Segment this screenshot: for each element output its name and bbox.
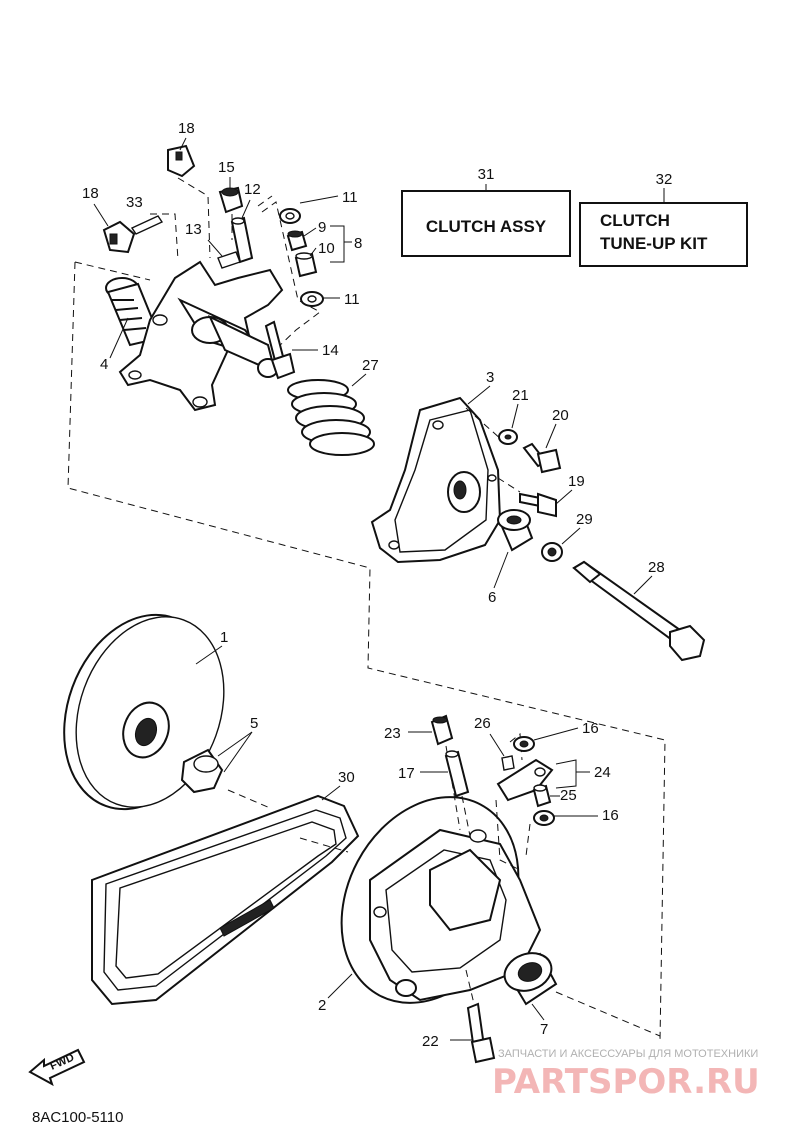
callout-16-lower: 16 xyxy=(602,807,619,824)
callout-15: 15 xyxy=(218,159,235,176)
watermark-brand: PARTSPOR.RU xyxy=(492,1062,760,1102)
part-3-cover xyxy=(370,396,502,564)
kit-label-tune-up-line2: TUNE-UP KIT xyxy=(600,234,708,253)
callout-23: 23 xyxy=(384,725,401,742)
part-10-collar xyxy=(294,252,318,278)
part-5-slider xyxy=(180,748,224,794)
kit-label-tune-up-line1: CLUTCH xyxy=(600,211,670,230)
part-17-shaft xyxy=(444,750,470,798)
callout-32: 32 xyxy=(656,171,673,188)
callout-1: 1 xyxy=(220,629,228,646)
part-18-weight-left xyxy=(102,220,136,254)
assembly-outline-top xyxy=(74,261,151,281)
callout-20: 20 xyxy=(552,407,569,424)
callout-9: 9 xyxy=(318,219,326,236)
callout-13: 13 xyxy=(185,221,202,238)
part-11-washer-lower xyxy=(300,291,324,307)
fwd-arrow-icon: FWD xyxy=(28,1048,86,1087)
part-23-nut xyxy=(430,714,454,746)
part-4-spider xyxy=(105,260,284,412)
part-2-movable-sheave xyxy=(340,796,542,1004)
callout-19: 19 xyxy=(568,473,585,490)
part-29-washer xyxy=(541,542,563,562)
callout-27: 27 xyxy=(362,357,379,374)
callout-4: 4 xyxy=(100,356,108,373)
part-27-spring xyxy=(287,379,375,456)
kit-label-clutch-assy: CLUTCH ASSY xyxy=(426,217,547,236)
callout-12: 12 xyxy=(244,181,261,198)
callout-11-upper: 11 xyxy=(342,189,358,206)
callout-7: 7 xyxy=(540,1021,548,1038)
callout-6: 6 xyxy=(488,589,496,606)
callout-24: 24 xyxy=(594,764,611,781)
part-16-washer-upper xyxy=(513,736,535,752)
part-14-bolt xyxy=(264,320,296,380)
part-30-vbelt xyxy=(91,794,360,1006)
part-13-roller xyxy=(217,251,241,269)
part-9-bushing xyxy=(286,230,308,252)
callout-17: 17 xyxy=(398,765,415,782)
kit-box-clutch-assy: CLUTCH ASSY 31 xyxy=(401,166,571,257)
part-12-shaft xyxy=(230,216,254,264)
part-7-bushing xyxy=(503,952,558,1006)
callout-26: 26 xyxy=(474,715,491,732)
callout-11-lower: 11 xyxy=(344,291,360,308)
callout-16-upper: 16 xyxy=(582,720,599,737)
part-18-weight-top xyxy=(167,144,196,178)
callout-8: 8 xyxy=(354,235,362,252)
callout-18-top: 18 xyxy=(178,120,195,137)
part-15-nut xyxy=(218,186,244,214)
callout-18-left: 18 xyxy=(82,185,99,202)
part-26-pin xyxy=(501,755,515,771)
part-16-washer-lower xyxy=(533,810,555,826)
watermark-tagline: ЗАПЧАСТИ И АКСЕССУАРЫ ДЛЯ МОТОТЕХНИКИ xyxy=(498,1048,758,1060)
callout-29: 29 xyxy=(576,511,593,528)
part-25-collar xyxy=(532,784,552,808)
part-33-pin xyxy=(130,215,164,235)
part-20-bolt xyxy=(522,442,562,474)
callout-10: 10 xyxy=(318,240,335,257)
part-22-bolt xyxy=(466,1002,496,1064)
callout-31: 31 xyxy=(478,166,495,183)
callout-33: 33 xyxy=(126,194,143,211)
part-1-sheave xyxy=(63,613,225,811)
callout-3: 3 xyxy=(486,369,494,386)
part-21-washer xyxy=(498,429,518,445)
part-19-bolt xyxy=(519,492,557,518)
part-24-arm xyxy=(496,758,554,802)
part-6-bushing xyxy=(497,509,534,552)
callout-30: 30 xyxy=(338,769,355,786)
callout-5: 5 xyxy=(250,715,258,732)
callout-2: 2 xyxy=(318,997,326,1014)
callout-21: 21 xyxy=(512,387,529,404)
diagram-code: 8AC100-5110 xyxy=(32,1109,123,1126)
assembly-outline xyxy=(67,261,666,1041)
callout-25: 25 xyxy=(560,787,577,804)
callout-14: 14 xyxy=(322,342,339,359)
part-11-washer-upper xyxy=(279,208,301,224)
kit-box-tune-up-kit: CLUTCH TUNE-UP KIT 32 xyxy=(579,171,748,267)
part-28-bolt xyxy=(572,560,706,662)
callout-28: 28 xyxy=(648,559,665,576)
callout-22: 22 xyxy=(422,1033,439,1050)
